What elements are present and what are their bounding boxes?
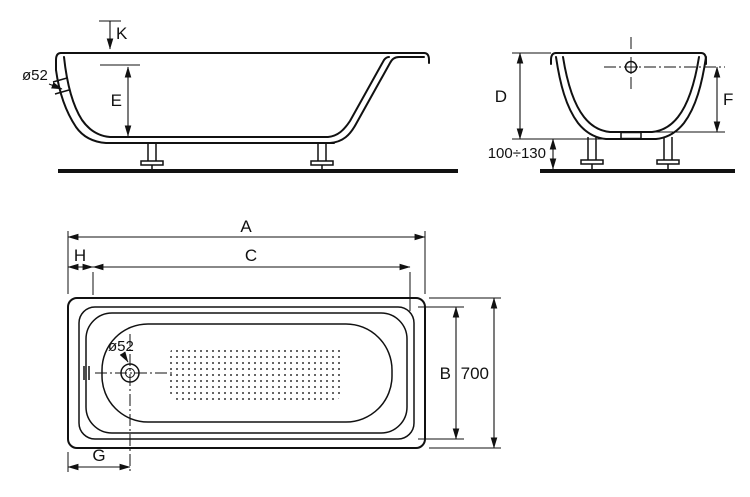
dimension-leg-height: 100÷130 — [488, 138, 557, 170]
dimension-e: E — [100, 64, 140, 137]
end-view: D F 100÷130 — [488, 37, 735, 173]
bathtub-top-profile — [67, 297, 426, 449]
dimension-k: K — [99, 20, 128, 50]
leg-body — [587, 137, 597, 160]
dimension-700: 700 — [429, 297, 501, 449]
overflow-hole-end-view — [604, 37, 725, 90]
tub-opening-edge — [85, 312, 408, 434]
side-overflow-callout: ø52 — [22, 67, 63, 90]
bathtub-side-profile — [52, 52, 430, 144]
dim-label-g: G — [92, 446, 105, 465]
overflow-hole-marks — [52, 77, 70, 95]
side-view: K E ø52 — [22, 20, 458, 173]
rim-right-curl — [423, 52, 430, 64]
leg-body — [147, 143, 157, 161]
waste-fitting — [620, 131, 642, 140]
drain-inner-circle — [125, 368, 135, 378]
leg-body — [317, 143, 327, 161]
overflow-crosshair — [624, 60, 638, 74]
drain: ø52 — [95, 334, 173, 472]
drain-outer-circle — [120, 363, 140, 383]
dim-label-b: B — [440, 364, 451, 383]
leg-foot — [310, 160, 334, 166]
dimension-b: B — [418, 306, 464, 440]
dimension-h: H — [67, 246, 94, 295]
dim-label-k: K — [116, 24, 128, 43]
overflow-diameter-label: ø52 — [22, 67, 48, 84]
drain-diameter-label: ø52 — [108, 338, 134, 355]
bathtub-end-profile — [550, 52, 707, 140]
leg-body — [663, 137, 673, 160]
dim-label-f: F — [723, 90, 733, 109]
top-view: ø52 A H C B 700 — [67, 217, 501, 472]
dimension-c: C — [92, 246, 411, 311]
end-right-leg — [656, 137, 680, 169]
side-left-leg — [139, 142, 165, 169]
leg-height-label: 100÷130 — [488, 145, 546, 162]
overflow-wall-marks — [83, 366, 90, 380]
dim-label-e: E — [111, 91, 122, 110]
rim-left-curl — [550, 52, 557, 65]
drain-leader-arrow — [119, 351, 129, 363]
overflow-leader-arrow — [48, 82, 63, 90]
dimension-f: F — [652, 66, 733, 133]
dimension-g: G — [67, 446, 131, 472]
dim-label-c: C — [245, 246, 257, 265]
dimension-d: D — [495, 52, 604, 140]
dim-label-700: 700 — [461, 364, 489, 383]
end-left-leg — [580, 137, 604, 169]
tub-rim-inner-edge — [78, 306, 415, 440]
dim-label-a: A — [240, 217, 252, 236]
side-right-leg — [309, 142, 335, 169]
dim-label-d: D — [495, 87, 507, 106]
leg-foot — [656, 159, 680, 165]
leg-foot — [580, 159, 604, 165]
tub-inner-wall — [63, 56, 390, 138]
leg-foot — [140, 160, 164, 166]
dim-label-h: H — [74, 246, 86, 265]
dimension-a: A — [67, 217, 426, 294]
antislip-pattern — [170, 346, 342, 400]
tub-outer-rim — [67, 297, 426, 449]
rim-left-curl — [55, 52, 62, 71]
